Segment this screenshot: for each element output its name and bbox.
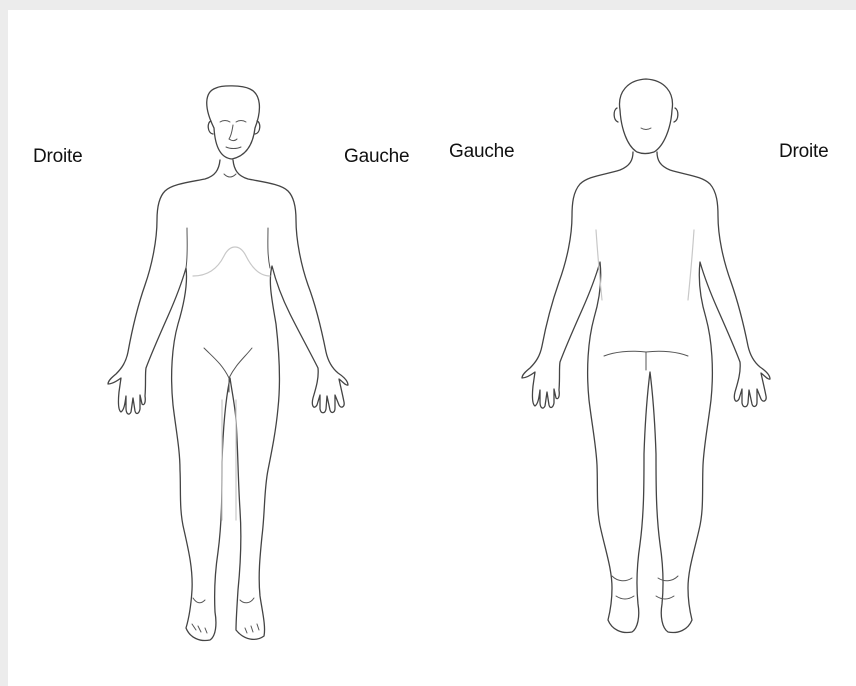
back-head <box>614 79 678 154</box>
back-torso-arms-outline <box>522 152 770 633</box>
back-body-details <box>596 230 694 599</box>
